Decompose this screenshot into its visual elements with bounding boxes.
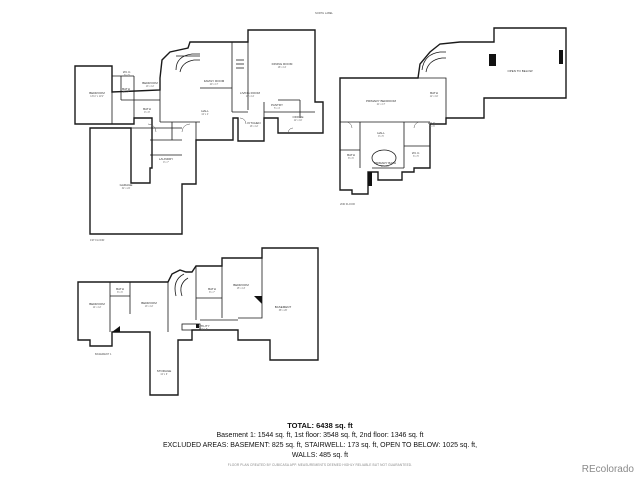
floor-name: 1ST FLOOR xyxy=(90,238,104,242)
room-size: 8' x 6' xyxy=(117,292,123,294)
room-size: 10' x 8' xyxy=(200,329,208,331)
room-label: W.I.C. xyxy=(412,151,420,155)
basement-corner-block xyxy=(112,326,120,332)
room-label: PANTRY xyxy=(271,103,283,107)
basement-curved-stair xyxy=(174,273,189,297)
walls-area-line: WALLS: 485 sq. ft xyxy=(291,452,349,459)
room-label: HALL xyxy=(201,109,209,113)
room-label: W.I.C. xyxy=(123,70,131,74)
room-size: 13' x 12' xyxy=(146,86,155,88)
first-floor-outer-wall xyxy=(74,29,324,235)
first-floor-interior-walls xyxy=(90,42,315,156)
total-area: TOTAL: 6438 sq. ft xyxy=(287,421,353,430)
room-label: FAMILY ROOM xyxy=(204,79,225,83)
basement-plan: BEDROOM 14' x 12' BATH 8' x 6' BEDROOM 1… xyxy=(77,247,319,396)
room-label: PRIMARY BEDROOM xyxy=(366,99,396,103)
room-labels-second-floor: OPEN TO BELOW PRIMARY BEDROOM 21' x 17' … xyxy=(340,69,533,206)
room-label: KITCHEN xyxy=(247,121,260,125)
room-size: 12' x 10' xyxy=(294,120,303,122)
fireplace-block xyxy=(489,54,496,66)
soaking-tub xyxy=(371,149,397,167)
room-label: BEDROOM xyxy=(233,283,249,287)
room-label: BASEMENT xyxy=(275,305,292,309)
shaft-block xyxy=(368,172,372,186)
room-label: LAUNDRY xyxy=(159,157,173,161)
room-label: STORAGE xyxy=(157,369,172,373)
room-label: BATH xyxy=(208,287,216,291)
room-labels-first-floor: BEDROOM 13'11" x 11'9" BATH 8' x 7' W.I.… xyxy=(89,62,303,242)
room-size: 9' x 7' xyxy=(163,162,169,164)
excluded-areas-line: EXCLUDED AREAS: BASEMENT: 825 sq. ft, ST… xyxy=(162,442,478,449)
room-labels-basement: BEDROOM 14' x 12' BATH 8' x 6' BEDROOM 1… xyxy=(89,283,291,376)
second-floor-interior-walls xyxy=(340,77,447,169)
room-size: 9' x 8' xyxy=(144,112,150,114)
first-floor-plan: NORTH LABEL BEDROOM 13'11" x 11'9" BATH … xyxy=(74,11,334,242)
room-label: OPEN TO BELOW xyxy=(507,69,532,73)
brand-watermark: REcolorado xyxy=(581,464,634,475)
chimney-block xyxy=(559,50,563,64)
room-size: 5' x 4' xyxy=(274,108,280,110)
room-size: 14' x 12' xyxy=(381,166,390,168)
room-size: 14' x 12' xyxy=(93,307,102,309)
room-label: BEDROOM xyxy=(141,301,157,305)
room-size: 10' x 6' xyxy=(160,374,168,376)
room-size: 18' x 14' xyxy=(278,67,287,69)
room-label: BATH xyxy=(122,87,130,91)
basement-interior-walls xyxy=(109,258,263,340)
room-size: 21' x 17' xyxy=(377,104,386,106)
north-label: NORTH LABEL xyxy=(315,11,334,15)
second-floor-plan: OPEN TO BELOW PRIMARY BEDROOM 21' x 17' … xyxy=(339,27,567,206)
room-size: 6' x 5' xyxy=(413,156,419,158)
basement-landing xyxy=(181,323,201,331)
room-label: BATH xyxy=(116,287,124,291)
room-label: HALL xyxy=(377,131,385,135)
first-floor-fireplace xyxy=(236,59,244,69)
room-label: GARAGE xyxy=(120,183,133,187)
second-floor-curved-stair xyxy=(421,51,446,73)
room-size: 10' x 4' xyxy=(201,114,209,116)
room-label: BATH xyxy=(430,91,438,95)
room-size: 32' x 24' xyxy=(122,188,131,190)
room-label: BATH xyxy=(347,153,355,157)
room-label: BEDROOM xyxy=(142,81,158,85)
floor-areas-line: Basement 1: 1544 sq. ft, 1st floor: 3548… xyxy=(216,432,424,439)
room-label: BEDROOM xyxy=(89,302,105,306)
room-size: 16' x 12' xyxy=(250,126,259,128)
room-size: 38' x 26' xyxy=(279,310,288,312)
second-floor-outer-wall xyxy=(339,27,567,195)
room-label: LIVING ROOM xyxy=(240,91,261,95)
room-size: 13' x 12' xyxy=(145,306,154,308)
room-size: 9' x 5' xyxy=(378,136,384,138)
disclaimer-text: FLOOR PLAN CREATED BY CUBICASA APP. MEAS… xyxy=(227,463,413,467)
room-label: W.I.C. xyxy=(428,121,436,125)
second-floor-doors xyxy=(345,121,421,129)
room-size: 15' x 13' xyxy=(237,288,246,290)
room-size: 6' x 5' xyxy=(124,75,130,77)
floor-name: 2ND FLOOR xyxy=(340,202,355,206)
room-label: OFFICE xyxy=(293,115,304,119)
room-label: DINING ROOM xyxy=(272,62,293,66)
room-size: 8' x 7' xyxy=(209,292,215,294)
basement-post-block xyxy=(254,296,262,304)
basement-column xyxy=(196,324,199,328)
first-floor-doors xyxy=(147,117,294,134)
room-label: PRIMARY BATH xyxy=(374,161,396,165)
first-floor-curved-stair xyxy=(175,53,200,73)
room-size: 8' x 7' xyxy=(123,92,129,94)
room-size: 13'11" x 11'9" xyxy=(90,96,104,98)
room-label: BEDROOM xyxy=(89,91,105,95)
room-size: 16' x 14' xyxy=(246,96,255,98)
room-size: 8' x 6' xyxy=(348,158,354,160)
room-size: 20' x 17' xyxy=(210,84,219,86)
room-size: 8' x 6' xyxy=(429,126,435,128)
floor-name: BASEMENT 1 xyxy=(95,352,112,356)
room-size: 12' x 10' xyxy=(430,96,439,98)
basement-outer-wall xyxy=(77,247,319,396)
room-label: UTILITY xyxy=(198,324,209,328)
room-label: BATH xyxy=(143,107,151,111)
